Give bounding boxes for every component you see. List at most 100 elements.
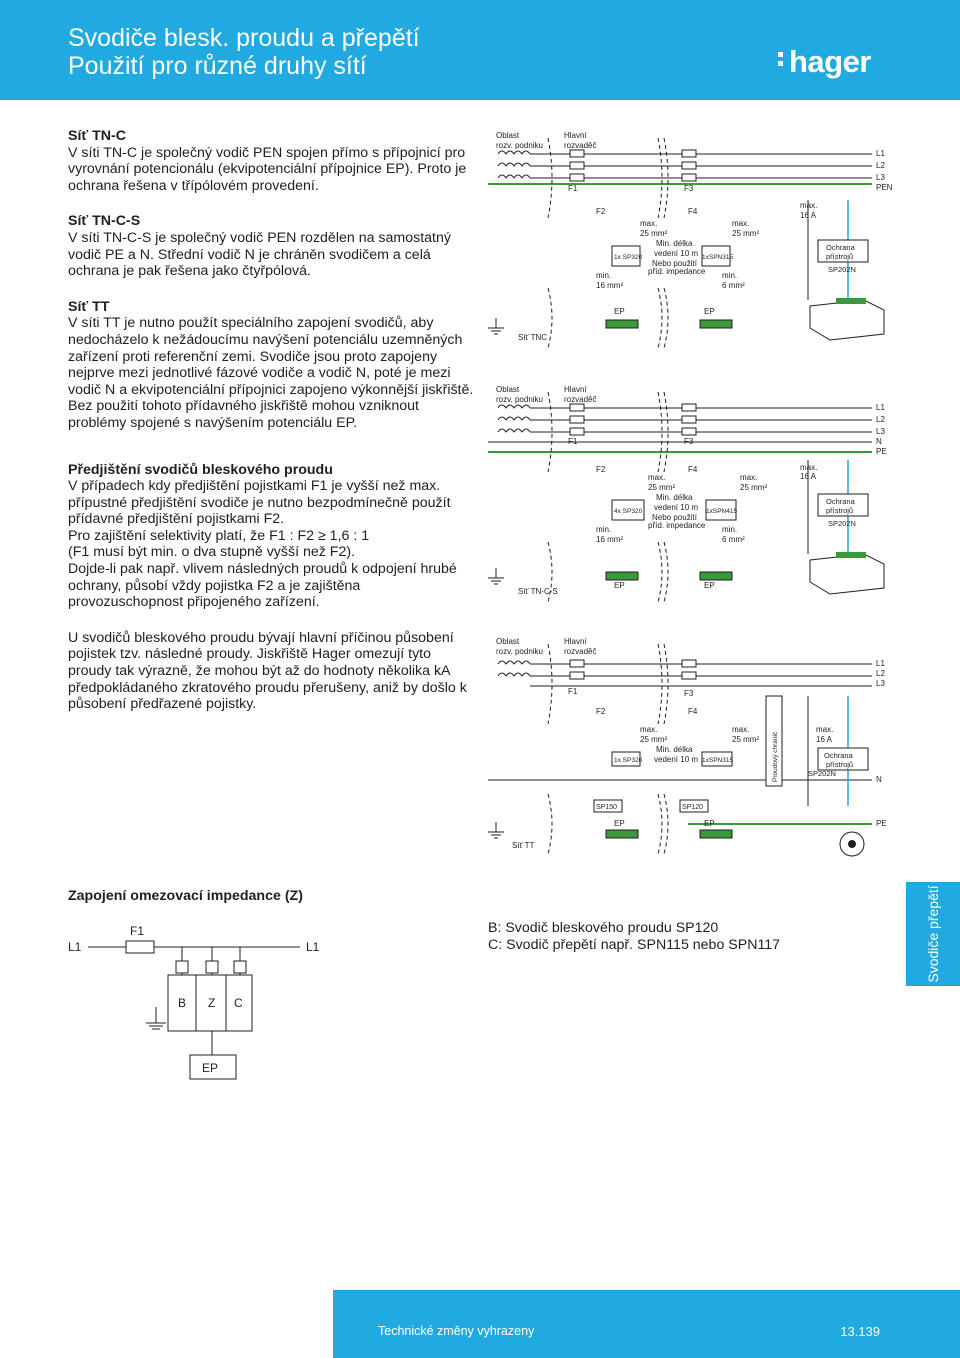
diagram-impedance: L1 L1 F1 B Z C EP <box>64 915 334 1090</box>
phase-lines <box>530 153 872 179</box>
label-vedeni: vedení 10 m <box>654 249 698 258</box>
fuse-f3-icon <box>681 659 697 680</box>
label-hlavni: Hlavní <box>564 131 587 140</box>
dashed-separator <box>547 643 669 855</box>
ground-icon <box>488 568 504 585</box>
label-max: max. <box>816 725 833 734</box>
label-net-tncs: Síť TN-C-S <box>518 587 558 596</box>
label-hlavni: Hlavní <box>564 637 587 646</box>
label-min-delka: Min. délka <box>656 493 693 502</box>
label-n: N <box>876 437 882 446</box>
sp150-module-icon <box>593 799 623 813</box>
label-max: max. <box>740 473 757 482</box>
diagram-tnc: Oblast rozv. podniku Hlavní rozvaděč F1 … <box>488 128 908 354</box>
label-25mm: 25 mm² <box>740 483 767 492</box>
label-rozvadec: rozvaděč <box>564 141 596 150</box>
label-25mm: 25 mm² <box>648 483 675 492</box>
label-min: min. <box>722 271 737 280</box>
fuse-f1-icon <box>125 940 155 954</box>
label-proudovy: Proudový chránič <box>772 731 779 782</box>
label-ep: EP <box>202 1061 218 1075</box>
label-16a: 16 A <box>800 472 817 481</box>
label-f4: F4 <box>688 465 698 474</box>
section-text: V případech kdy předjištění pojistkami F… <box>68 478 451 528</box>
label-spn415: 1xSPN415 <box>706 508 737 515</box>
label-ep: EP <box>614 581 625 590</box>
fuse-f3-icon <box>681 403 697 436</box>
label-rozvadec: rozvaděč <box>564 395 596 404</box>
label-l1: L1 <box>876 403 885 412</box>
label-max: max. <box>732 725 749 734</box>
ground-icon <box>146 1007 166 1030</box>
label-min: min. <box>722 525 737 534</box>
label-oblast: Oblast <box>496 637 520 646</box>
ground-icon <box>488 318 504 335</box>
fuse-f1-icon <box>569 149 585 182</box>
label-pen: PEN <box>876 183 893 192</box>
diagram-tt: Oblast rozv. podniku Hlavní rozvaděč F1 … <box>488 634 908 860</box>
fuse-f3-icon <box>681 149 697 182</box>
label-min-delka: Min. délka <box>656 745 693 754</box>
label-max: max. <box>732 219 749 228</box>
label-max: max. <box>640 219 657 228</box>
section-heading: Předjištění svodičů bleskového proudu <box>68 461 333 478</box>
label-f4: F4 <box>688 207 698 216</box>
label-pe: PE <box>876 819 887 828</box>
section-tncs: Síť TN-C-S V síti TN-C-S je společný vod… <box>68 213 478 279</box>
label-nebo: Nebo použití <box>652 513 698 522</box>
label-c: C <box>234 996 243 1010</box>
fuse-f1-icon <box>569 659 585 680</box>
label-net-tt: Síť TT <box>512 841 535 850</box>
label-spn315: 1xSPN315 <box>702 757 733 764</box>
label-pristroju: přístrojů <box>826 506 853 515</box>
label-z: Z <box>208 996 215 1010</box>
section-text: (F1 musí být min. o dva stupně vyšší než… <box>68 544 356 561</box>
label-l1: L1 <box>876 659 885 668</box>
label-l3: L3 <box>876 679 885 688</box>
section-text: U svodičů bleskového proudu bývají hlavn… <box>68 629 467 713</box>
label-ep: EP <box>614 819 625 828</box>
device-protection-box <box>817 493 869 517</box>
label-max: max. <box>800 463 817 472</box>
sp320-module-icon <box>611 245 641 267</box>
label-sp150: SP150 <box>596 804 617 811</box>
section-tt: Síť TT V síti TT je nutno použít speciál… <box>68 299 478 432</box>
section-heading: Síť TN-C-S <box>68 213 141 230</box>
footer-notice: Technické změny vyhrazeny <box>378 1324 535 1338</box>
label-vedeni: vedení 10 m <box>654 503 698 512</box>
label-vedeni: vedení 10 m <box>654 755 698 764</box>
label-f2: F2 <box>596 465 606 474</box>
label-max: max. <box>640 725 657 734</box>
ground-icon <box>488 822 504 839</box>
label-ep: EP <box>704 307 715 316</box>
text-column: Síť TN-C V síti TN-C je společný vodič P… <box>68 128 478 732</box>
label-sp120: SP120 <box>682 804 703 811</box>
section-fuse: Předjištění svodičů bleskového proudu V … <box>68 462 478 611</box>
label-16a: 16 A <box>800 211 817 220</box>
label-impedance: příd. impedance <box>648 267 706 276</box>
label-nebo: Nebo použití <box>652 259 698 268</box>
label-l2: L2 <box>876 415 885 424</box>
label-f3: F3 <box>684 184 694 193</box>
label-l2: L2 <box>876 669 885 678</box>
label-25mm: 25 mm² <box>732 229 759 238</box>
label-max: max. <box>648 473 665 482</box>
label-sp202n: SP202N <box>828 519 856 528</box>
label-ochrana: Ochrana <box>826 243 856 252</box>
section-text: V síti TN-C-S je společný vodič PEN rozd… <box>68 229 451 280</box>
label-sp320: 1x SP320 <box>614 254 643 261</box>
label-l3: L3 <box>876 173 885 182</box>
label-ochrana: Ochrana <box>826 497 856 506</box>
page-header: Svodiče blesk. proudu a přepětí Použití … <box>0 0 960 100</box>
section-heading: Síť TN-C <box>68 128 127 144</box>
phase-lines <box>488 407 872 443</box>
label-oblast: Oblast <box>496 385 520 394</box>
label-sp202n: SP202N <box>828 265 856 274</box>
label-sp202n: SP202N <box>808 769 836 778</box>
section-tnc: Síť TN-C V síti TN-C je společný vodič P… <box>68 128 478 194</box>
fuse-f1-icon <box>569 403 585 436</box>
label-ep: EP <box>614 307 625 316</box>
label-min: min. <box>596 271 611 280</box>
transformer-coils-icon <box>497 660 531 677</box>
ep-box <box>189 1054 237 1080</box>
